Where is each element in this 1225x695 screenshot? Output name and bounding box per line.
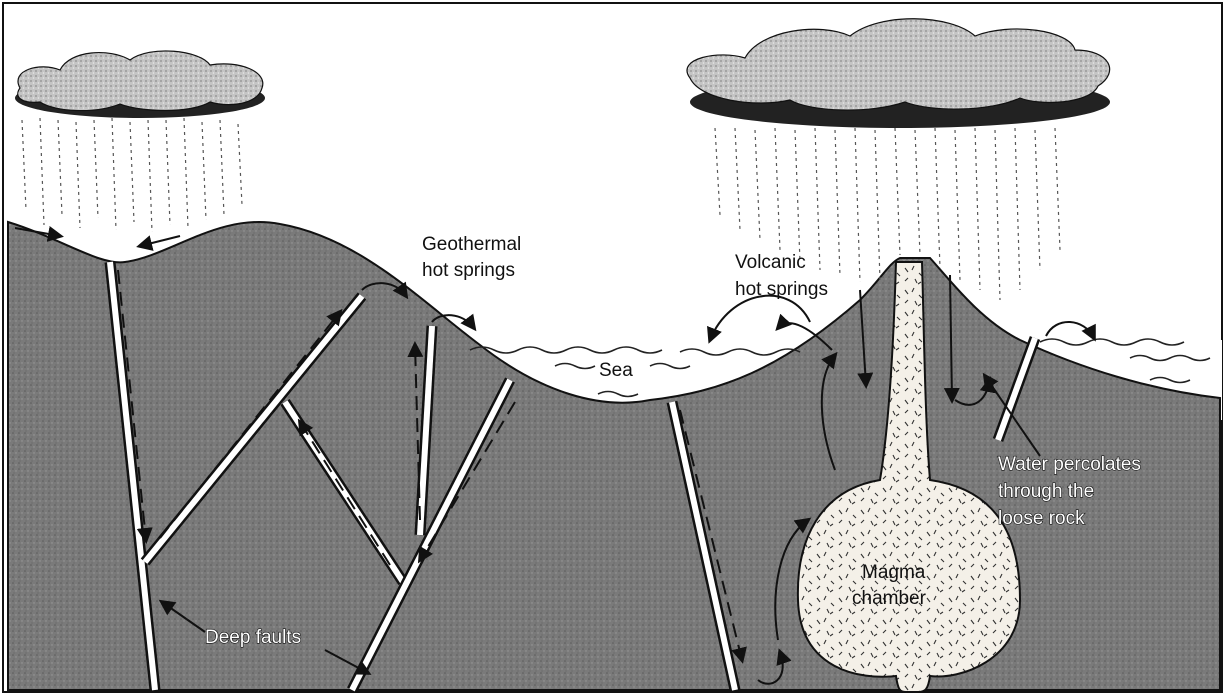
geothermal-label-line2: hot springs xyxy=(422,260,515,281)
volcanic-label-line2: hot springs xyxy=(735,279,828,300)
magma-label-line1: Magma xyxy=(862,562,926,583)
water-label-line3: loose rock xyxy=(998,508,1085,529)
volcanic-label-line1: Volcanic xyxy=(735,252,806,273)
water-label-line1: Water percolates xyxy=(998,454,1141,475)
deep-faults-label: Deep faults xyxy=(205,627,301,648)
sea-label: Sea xyxy=(599,360,633,381)
water-label-line2: through the xyxy=(998,481,1094,502)
geothermal-label-line1: Geothermal xyxy=(422,234,521,255)
magma-label-line2: chamber xyxy=(852,588,927,609)
